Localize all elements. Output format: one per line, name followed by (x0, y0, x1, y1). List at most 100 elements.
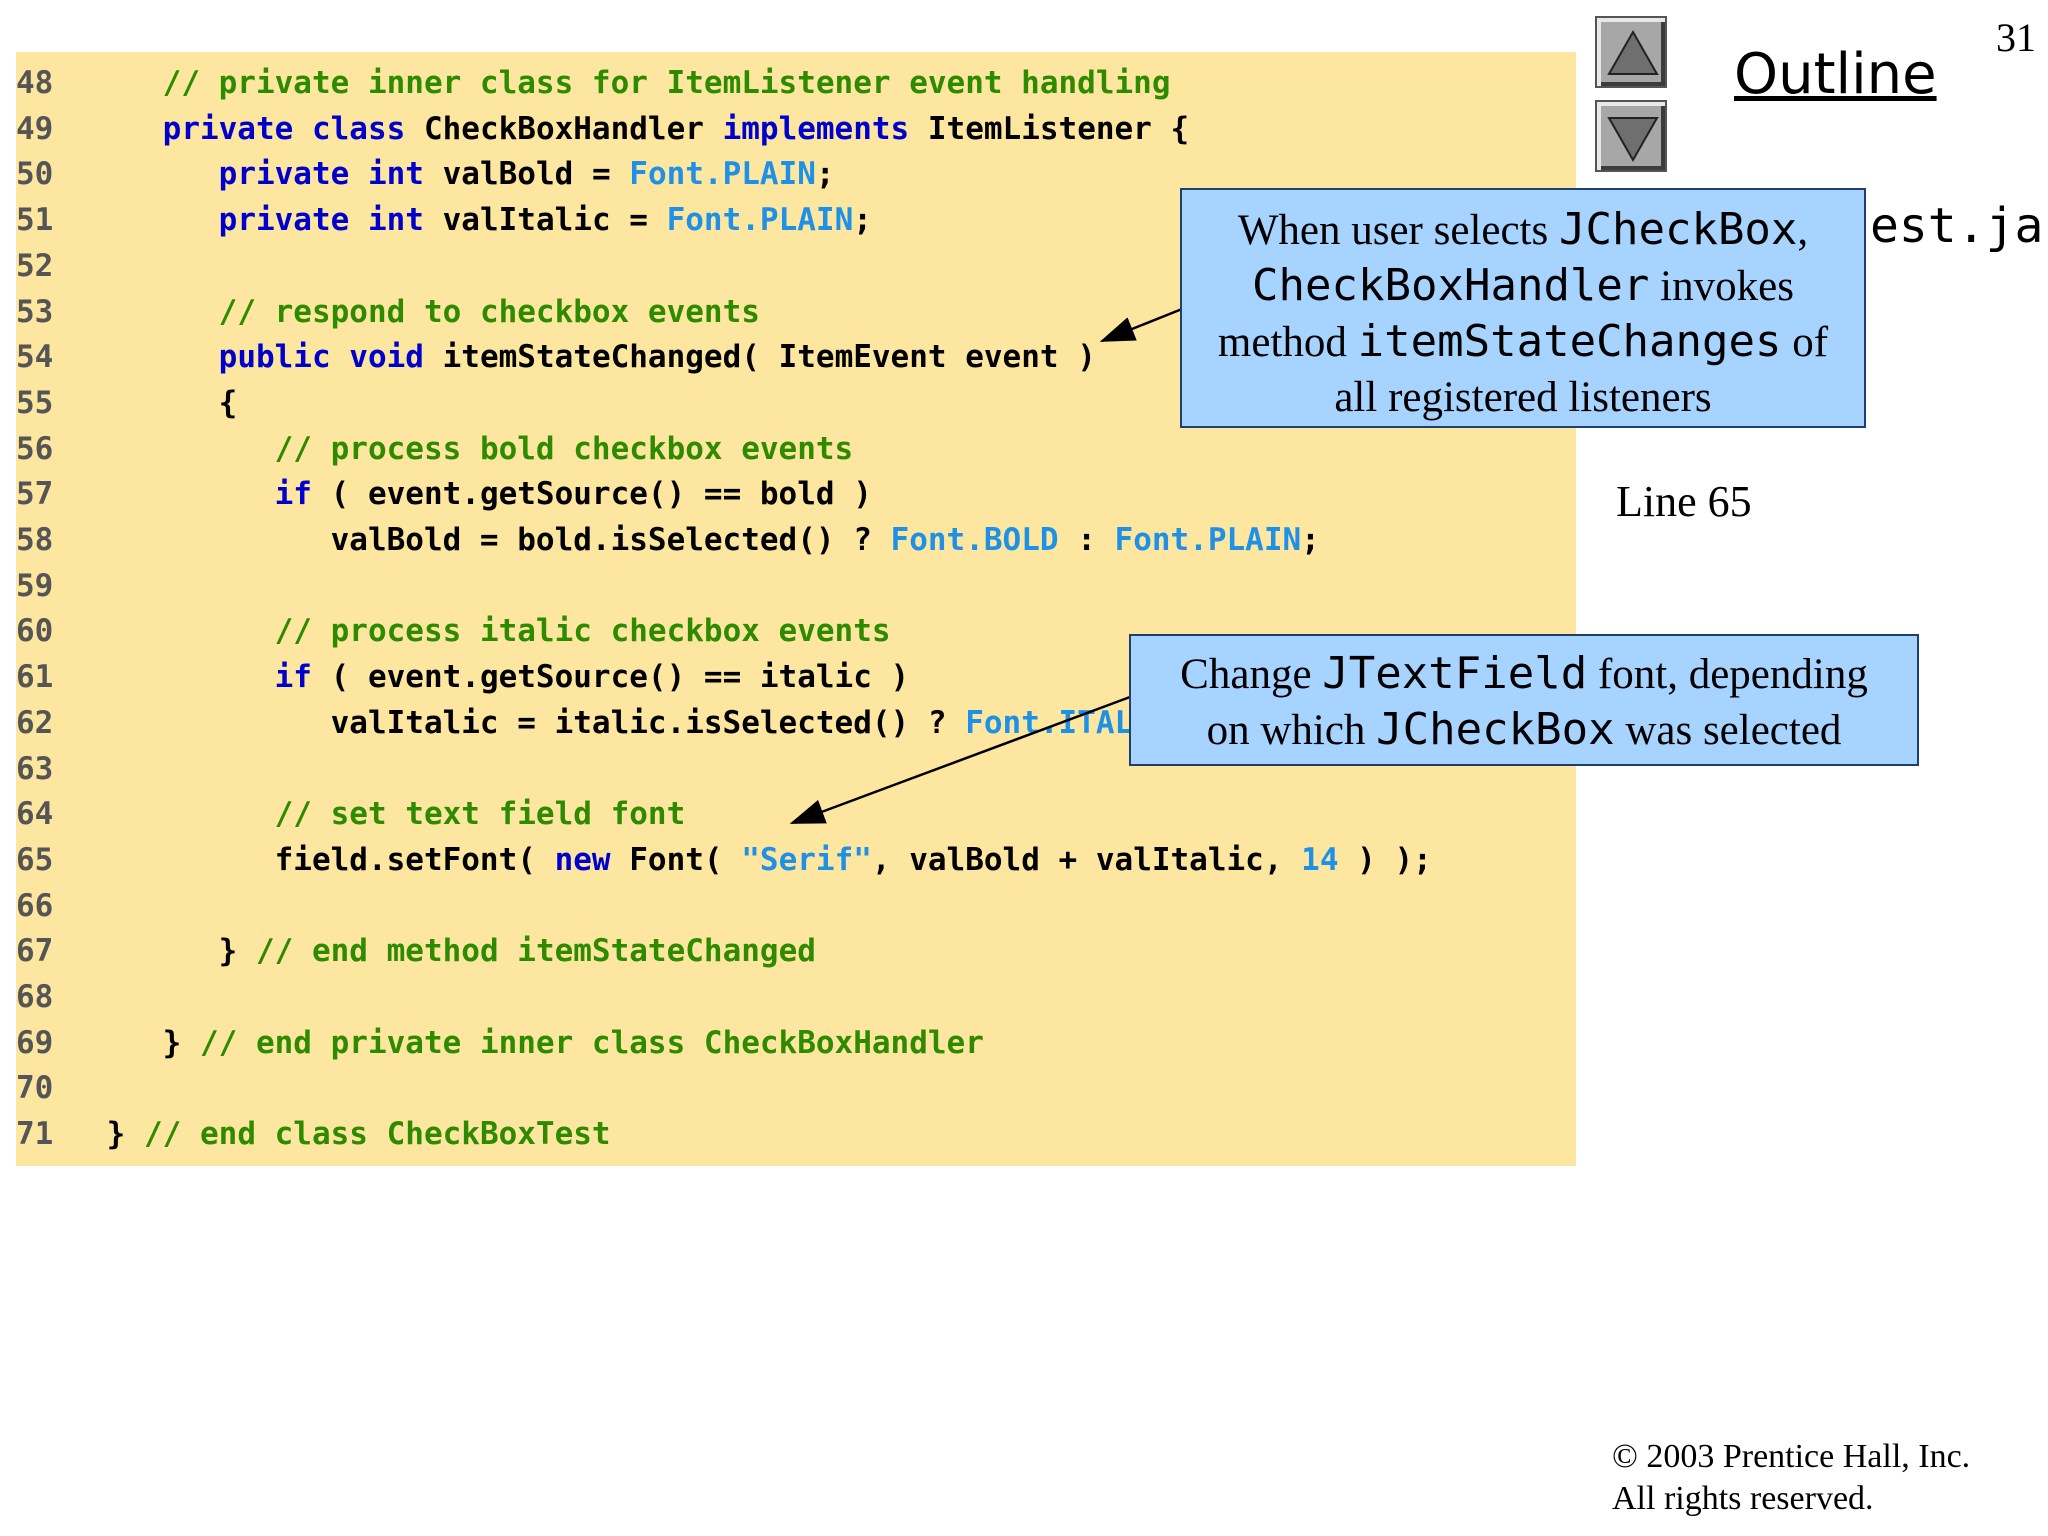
code-token: ( event.getSource() == italic ) (311, 659, 910, 696)
line-number: 61 (16, 659, 54, 696)
code-line: 49 private class CheckBoxHandler impleme… (16, 106, 1576, 152)
code-line: 50 private int valBold = Font.PLAIN; (16, 151, 1576, 197)
code-token: field.setFont( (88, 841, 555, 878)
code-token: Font.PLAIN (1114, 522, 1302, 558)
code-token: : (1058, 522, 1115, 558)
code-token: Font.PLAIN (666, 202, 854, 239)
line-number: 59 (16, 567, 54, 604)
line-number: 49 (16, 110, 54, 147)
code-token: ItemListener { (909, 110, 1190, 147)
line-number: 68 (16, 979, 54, 1015)
code-token: private int (218, 202, 424, 239)
line-number: 57 (16, 476, 54, 513)
code-line: 63 (16, 746, 1576, 792)
code-line: 52 (16, 243, 1576, 289)
line-number: 56 (16, 430, 54, 467)
line-number: 53 (16, 293, 54, 330)
code-token: } (88, 1024, 200, 1061)
code-token: valBold = (423, 156, 630, 193)
code-line: 54 public void itemStateChanged( ItemEve… (16, 334, 1576, 380)
line-number: 52 (16, 247, 54, 284)
callout-handler: When user selects JCheckBox, CheckBoxHan… (1180, 188, 1866, 428)
code-line: 70 (16, 1065, 1576, 1111)
code-token: Font.BOLD (890, 522, 1059, 558)
code-line: 59 (16, 563, 1576, 609)
code-line: 65 field.setFont( new Font( "Serif", val… (16, 837, 1576, 883)
code-token: ; (1301, 522, 1320, 558)
code-line: 60 // process italic checkbox events (16, 608, 1576, 654)
rights-line: All rights reserved. (1612, 1480, 1874, 1517)
scroll-up-button[interactable] (1595, 16, 1667, 88)
line-number: 55 (16, 384, 54, 421)
triangle-down-icon (1607, 117, 1659, 163)
code-token: Font.PLAIN (629, 156, 816, 193)
line-number: 65 (16, 841, 54, 878)
code-token: ; (853, 202, 872, 239)
line-number: 60 (16, 613, 54, 650)
code-token: Font( (610, 841, 742, 878)
line-number: 67 (16, 933, 54, 970)
code-token: if (274, 476, 312, 513)
copyright-notice: © 2003 Prentice Hall, Inc. All rights re… (1612, 1436, 1970, 1520)
line-number: 63 (16, 750, 54, 787)
code-token: valItalic = (423, 202, 667, 239)
code-token: } (88, 1116, 144, 1153)
code-token: if (274, 659, 312, 696)
code-token: // process italic checkbox events (274, 613, 891, 650)
code-line: 55 { (16, 380, 1576, 426)
code-line: 51 private int valItalic = Font.PLAIN; (16, 197, 1576, 243)
line-number: 48 (16, 65, 54, 101)
code-line: 67 } // end method itemStateChanged (16, 928, 1576, 974)
code-line: 58 valBold = bold.isSelected() ? Font.BO… (16, 517, 1576, 563)
callout-arrow-font (789, 695, 1131, 825)
code-line: 48 // private inner class for ItemListen… (16, 60, 1576, 106)
code-token: , valBold + valItalic, (871, 841, 1302, 878)
code-line: 57 if ( event.getSource() == bold ) (16, 471, 1576, 517)
code-token: private int (218, 156, 424, 193)
callout-arrow-handler (1099, 307, 1183, 343)
code-token: ) ); (1338, 841, 1432, 878)
line-number: 54 (16, 339, 54, 376)
copyright-line: © 2003 Prentice Hall, Inc. (1612, 1438, 1971, 1475)
code-line: 64 // set text field font (16, 791, 1576, 837)
code-token: "Serif" (741, 841, 872, 878)
line-number: 64 (16, 796, 54, 833)
code-line: 68 (16, 974, 1576, 1020)
code-token: private class (162, 110, 406, 147)
code-line: 56 // process bold checkbox events (16, 426, 1576, 472)
code-token: // end method itemStateChanged (255, 933, 816, 970)
code-token: } (88, 933, 256, 970)
line-number: 51 (16, 202, 54, 239)
file-name-label: est.ja (1870, 198, 2044, 254)
code-token: // set text field font (274, 796, 686, 833)
code-token: // process bold checkbox events (274, 430, 854, 467)
page-number: 31 (1996, 15, 2036, 60)
code-token: // end class CheckBoxTest (144, 1116, 611, 1153)
line-number: 70 (16, 1070, 54, 1107)
line-number: 50 (16, 156, 54, 193)
line-number: 58 (16, 522, 54, 558)
code-token: ; (815, 156, 835, 193)
code-line: 61 if ( event.getSource() == italic ) (16, 654, 1576, 700)
line-reference-note: Line 65 (1616, 477, 1752, 526)
triangle-up-icon (1607, 29, 1659, 75)
scroll-down-button[interactable] (1595, 100, 1667, 172)
code-token: 14 (1301, 841, 1339, 878)
line-number: 71 (16, 1116, 54, 1153)
code-token: valBold = bold.isSelected() ? (88, 522, 891, 558)
code-token: { (88, 384, 238, 421)
code-token: valItalic = italic.isSelected() ? (88, 704, 966, 741)
code-token: public void (218, 339, 424, 376)
callout-font: Change JTextField font, depending on whi… (1129, 634, 1919, 766)
code-line: 71 } // end class CheckBoxTest (16, 1111, 1576, 1157)
code-line: 69 } // end private inner class CheckBox… (16, 1020, 1576, 1066)
line-number: 69 (16, 1024, 54, 1061)
code-token: // respond to checkbox events (218, 293, 760, 330)
code-token: ( event.getSource() == bold ) (311, 476, 872, 513)
line-number: 66 (16, 887, 54, 924)
code-line: 53 // respond to checkbox events (16, 289, 1576, 335)
outline-title[interactable]: Outline (1734, 42, 1937, 107)
code-token: new (554, 841, 611, 878)
code-token: itemStateChanged( ItemEvent event ) (423, 339, 1096, 376)
